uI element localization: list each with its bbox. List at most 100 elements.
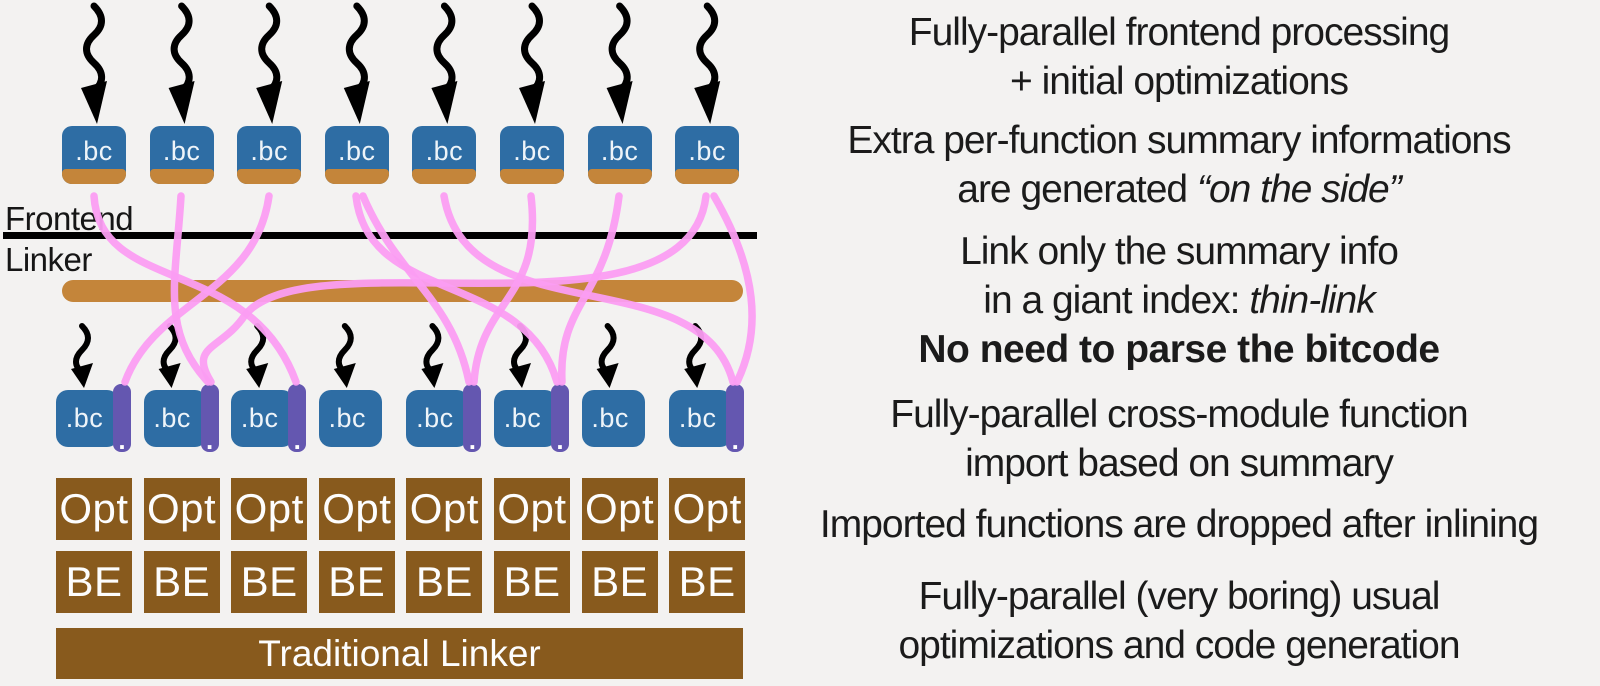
- summary-dot: .: [556, 425, 564, 455]
- bc-box-label: .bc: [162, 135, 201, 166]
- summary-output-strip: [412, 169, 477, 184]
- summary-dot: .: [468, 425, 476, 455]
- annotation-imported-dropped: Imported functions are dropped after inl…: [758, 500, 1600, 549]
- opt-box: Opt: [581, 478, 658, 540]
- input-arrow: [606, 2, 633, 124]
- bc-box-label: .bc: [513, 135, 551, 166]
- opt-box: Opt: [494, 478, 570, 540]
- input-arrow-small: [71, 323, 93, 388]
- bc-box-label: .bc: [75, 135, 113, 166]
- be-box: BE: [406, 551, 483, 613]
- annotation-line: Link only the summary info: [758, 227, 1600, 276]
- bc-box: .bc: [318, 390, 382, 447]
- summary-strip: .: [200, 384, 219, 455]
- annotation-line: Extra per-function summary informations: [758, 116, 1600, 165]
- input-arrow-small: [596, 323, 619, 388]
- input-arrow: [431, 2, 458, 124]
- summary-output-strip: [324, 169, 389, 184]
- be-box: BE: [143, 551, 220, 613]
- annotation-line: optimizations and code generation: [758, 621, 1600, 670]
- bc-box-label: .bc: [425, 135, 464, 166]
- bc-box: .bc: [581, 390, 645, 447]
- input-arrow-small: [158, 323, 181, 388]
- linker-label: Linker: [5, 241, 92, 278]
- summary-strip: .: [726, 384, 745, 455]
- opt-box: Opt: [143, 478, 220, 540]
- frontend-linker-divider: [3, 232, 757, 239]
- summary-dot: .: [731, 425, 739, 455]
- bc-box-label: .bc: [416, 403, 454, 433]
- annotation-text: Fully-parallel (very boring) usual: [918, 575, 1441, 618]
- annotation-text: Fully-parallel frontend processing: [908, 11, 1450, 54]
- bc-box-label: .bc: [688, 135, 726, 166]
- annotation-text: Fully-parallel cross-module function: [890, 393, 1468, 436]
- opt-box: Opt: [669, 478, 746, 540]
- bc-box-label: .bc: [240, 403, 279, 433]
- annotation-text: thin-link: [1249, 279, 1375, 322]
- input-arrow: [694, 2, 721, 124]
- bc-box-with-summary: .bc: [231, 390, 295, 447]
- be-box: BE: [56, 551, 132, 613]
- annotation-line: + initial optimizations: [758, 57, 1600, 106]
- bc-box: .bc: [500, 126, 564, 184]
- summary-dot: .: [293, 425, 301, 455]
- input-arrow: [168, 2, 195, 124]
- summary-output-strip: [237, 169, 302, 184]
- bc-box-with-summary: .bc: [494, 390, 557, 447]
- annotation-line: are generated “on the side”: [758, 165, 1600, 214]
- summary-strip: .: [463, 384, 482, 455]
- input-arrow-small: [684, 323, 707, 388]
- bc-box: .bc: [62, 126, 126, 184]
- annotation-no-parse-bitcode: No need to parse the bitcode: [758, 325, 1600, 374]
- summary-output-strip: [149, 169, 214, 184]
- bc-box-with-summary: .bc: [56, 390, 119, 447]
- summary-output-strip: [62, 169, 126, 184]
- input-arrow: [343, 2, 370, 124]
- annotation-text: import based on summary: [965, 442, 1394, 485]
- input-arrow-small: [333, 323, 356, 388]
- annotation-line: Fully-parallel frontend processing: [758, 8, 1600, 57]
- bc-box-label: .bc: [600, 135, 639, 166]
- annotation-line: Imported functions are dropped after inl…: [758, 500, 1600, 549]
- annotation-frontend-processing: Fully-parallel frontend processing+ init…: [758, 8, 1600, 106]
- bc-box-label: .bc: [338, 135, 376, 166]
- annotation-text: Imported functions are dropped after inl…: [819, 503, 1539, 546]
- summary-strip: .: [551, 384, 569, 455]
- traditional-linker-label: Traditional Linker: [258, 632, 541, 674]
- annotation-text: Extra per-function summary informations: [847, 119, 1511, 162]
- annotation-line: Fully-parallel cross-module function: [758, 390, 1600, 439]
- annotation-text: in a giant index:: [983, 279, 1250, 322]
- be-box: BE: [318, 551, 395, 613]
- traditional-linker-bar: Traditional Linker: [56, 628, 743, 679]
- annotation-cross-module-import: Fully-parallel cross-module function impo…: [758, 390, 1600, 488]
- bc-box-label: .bc: [65, 403, 104, 433]
- bc-box-label: .bc: [503, 403, 542, 433]
- summary-dot: .: [118, 425, 126, 455]
- bc-box-with-summary: .bc: [669, 390, 733, 447]
- bc-box: .bc: [675, 126, 740, 184]
- annotation-line: import based on summary: [758, 439, 1600, 488]
- input-arrow: [256, 2, 283, 124]
- bc-box-label: .bc: [153, 403, 191, 433]
- annotation-line: in a giant index: thin-link: [758, 276, 1600, 325]
- summary-strip: .: [288, 384, 307, 455]
- bc-box-label: .bc: [591, 403, 629, 433]
- input-arrow-small: [246, 323, 269, 388]
- input-arrow: [519, 2, 545, 124]
- be-box: BE: [669, 551, 746, 613]
- bc-box: .bc: [412, 126, 477, 184]
- summary-output-strip: [587, 169, 652, 184]
- summary-dot: .: [205, 425, 214, 455]
- input-arrows: [71, 2, 721, 388]
- annotation-line: Fully-parallel (very boring) usual: [758, 572, 1600, 621]
- bc-box: .bc: [149, 126, 214, 184]
- opt-box: Opt: [318, 478, 395, 540]
- annotation-text: No need to parse the bitcode: [918, 328, 1440, 371]
- summary-strip: .: [113, 384, 131, 455]
- input-arrow-small: [509, 323, 531, 388]
- annotation-text: Link only the summary info: [960, 230, 1399, 273]
- summary-index-bar: [62, 280, 743, 302]
